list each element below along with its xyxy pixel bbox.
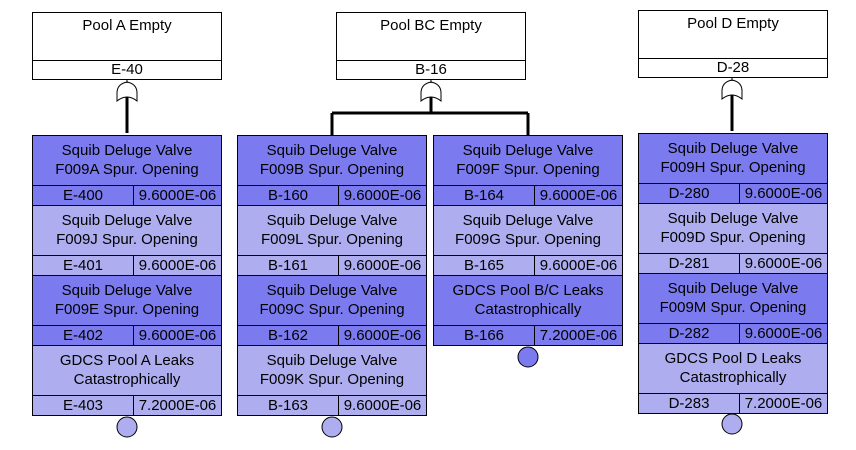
event-probability: 9.6000E-06 [744,325,823,342]
event-probability: 7.2000E-06 [138,397,217,414]
event-id: B-160 [238,186,339,205]
event-probability: 7.2000E-06 [539,327,618,344]
event-probability: 9.6000E-06 [138,327,217,344]
event-probability: 9.6000E-06 [343,187,422,204]
event-probability: 7.2000E-06 [744,395,823,412]
top-event-name: Pool BC Empty [380,17,482,34]
transfer-circle-icon [721,413,743,435]
event-id: E-403 [33,396,134,415]
event-id: B-165 [434,256,535,275]
top-event-pool-d: Pool D Empty D-28 [638,10,828,78]
event-id: D-282 [639,324,740,343]
event-probability: 9.6000E-06 [744,255,823,272]
transfer-circle-icon [321,416,343,438]
event-id: B-163 [238,396,339,415]
top-event-id: D-28 [639,58,827,77]
event-probability: 9.6000E-06 [138,187,217,204]
event-id: B-162 [238,326,339,345]
event-probability: 9.6000E-06 [744,185,823,202]
event-probability: 9.6000E-06 [343,327,422,344]
event-id: B-166 [434,326,535,345]
event-id: D-280 [639,184,740,203]
transfer-circle-icon [116,416,138,438]
event-probability: 9.6000E-06 [343,257,422,274]
event-id: B-164 [434,186,535,205]
event-probability: 9.6000E-06 [539,187,618,204]
event-probability: 9.6000E-06 [138,257,217,274]
event-probability: 9.6000E-06 [343,397,422,414]
top-event-pool-a: Pool A Empty E-40 [32,12,222,80]
event-probability: 9.6000E-06 [539,257,618,274]
top-event-name: Pool A Empty [82,17,172,34]
top-event-name: Pool D Empty [687,15,779,32]
event-id: D-281 [639,254,740,273]
event-id: B-161 [238,256,339,275]
top-event-id: B-16 [337,60,525,79]
event-id: D-283 [639,394,740,413]
event-id: E-401 [33,256,134,275]
event-id: E-400 [33,186,134,205]
transfer-circle-icon [517,346,539,368]
top-event-id: E-40 [33,60,221,79]
event-id: E-402 [33,326,134,345]
top-event-pool-bc: Pool BC Empty B-16 [336,12,526,80]
